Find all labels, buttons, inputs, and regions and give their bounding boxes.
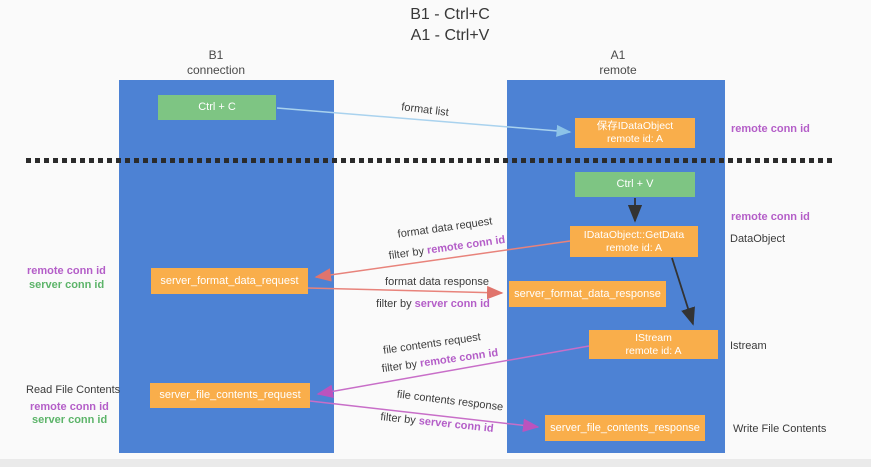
right-label-dataobject: DataObject: [730, 233, 786, 245]
phase-separator-dashed-line: [26, 158, 833, 163]
left-column-header: B1 connection: [187, 48, 245, 78]
arrow-format-data-response: [307, 285, 504, 300]
label-filter-by-server-2: filter by server conn id: [380, 411, 494, 435]
filter-prefix: filter by: [379, 411, 420, 428]
node-idataobject-getdata-line2: remote id: A: [605, 241, 663, 254]
left-label-server-conn-id-2: server conn id: [32, 414, 108, 426]
node-istream-line1: IStream: [635, 331, 672, 344]
remote-conn-id-text: remote conn id: [419, 346, 499, 370]
node-server-format-data-request: server_format_data_request: [151, 268, 308, 294]
left-label-server-conn-id-1: server conn id: [29, 279, 105, 291]
node-save-idataobject-line2: remote id: A: [606, 133, 664, 145]
label-format-list: format list: [400, 101, 450, 119]
diagram-title-line2: A1 - Ctrl+V: [410, 27, 490, 44]
right-label-remote-conn-id-mid: remote conn id: [731, 211, 810, 223]
node-ctrl-v: Ctrl + V: [575, 172, 695, 197]
right-column-header: A1 remote: [599, 48, 636, 78]
label-format-data-response: format data response: [385, 276, 489, 288]
right-label-istream: Istream: [730, 340, 767, 352]
node-ctrl-c-label: Ctrl + C: [198, 101, 236, 113]
server-conn-id-text: server conn id: [418, 415, 495, 435]
node-server-format-data-response-label: server_format_data_response: [514, 287, 661, 300]
node-save-idataobject: 保存IDataObject remote id: A: [575, 118, 695, 148]
left-column-name: B1: [208, 48, 224, 62]
node-server-file-contents-request-label: server_file_contents_request: [159, 389, 301, 401]
node-server-format-data-response: server_format_data_response: [509, 281, 666, 307]
filter-prefix: filter by: [388, 244, 428, 263]
diagram-title-line1: B1 - Ctrl+C: [410, 6, 490, 23]
left-label-remote-conn-id-2: remote conn id: [30, 401, 109, 413]
right-label-write-file-contents: Write File Contents: [733, 423, 827, 435]
node-istream: IStream remote id: A: [589, 330, 718, 359]
left-column-subtitle: connection: [186, 63, 246, 77]
filter-prefix: filter by: [381, 357, 421, 376]
filter-prefix: filter by: [376, 298, 415, 310]
left-label-remote-conn-id-1: remote conn id: [27, 265, 106, 277]
node-server-file-contents-response-label: server_file_contents_response: [550, 421, 700, 434]
label-file-contents-response: file contents response: [396, 388, 504, 414]
node-idataobject-getdata-line1: IDataObject::GetData: [583, 228, 685, 241]
right-column-subtitle: remote: [599, 63, 637, 77]
node-ctrl-v-label: Ctrl + V: [616, 178, 654, 190]
node-save-idataobject-line1: 保存IDataObject: [596, 120, 674, 132]
right-label-remote-conn-id-top: remote conn id: [731, 123, 810, 135]
right-column-name: A1: [610, 48, 626, 62]
remote-conn-id-text: remote conn id: [426, 233, 506, 257]
node-ctrl-c: Ctrl + C: [158, 95, 276, 120]
node-server-file-contents-request: server_file_contents_request: [150, 383, 310, 408]
node-istream-line2: remote id: A: [625, 344, 682, 357]
left-label-read-file-contents: Read File Contents: [26, 384, 121, 396]
server-conn-id-text: server conn id: [414, 298, 490, 310]
node-idataobject-getdata: IDataObject::GetData remote id: A: [570, 226, 698, 257]
node-server-format-data-request-label: server_format_data_request: [160, 274, 299, 287]
label-filter-by-server-1: filter by server conn id: [376, 298, 490, 310]
bottom-edge-strip: [0, 459, 871, 467]
node-server-file-contents-response: server_file_contents_response: [545, 415, 705, 441]
